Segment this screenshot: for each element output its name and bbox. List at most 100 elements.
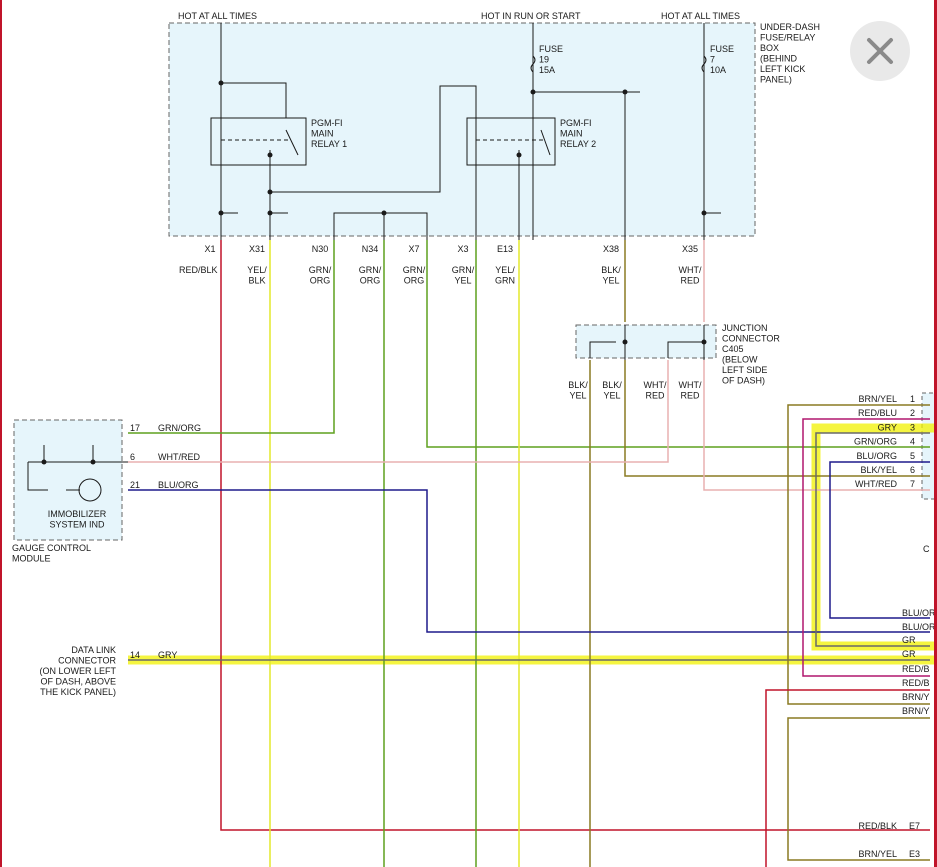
terminal-x38: X38 xyxy=(603,244,619,254)
terminal-n30: N30 xyxy=(312,244,329,254)
dlc-pin-wire: GRY xyxy=(158,650,177,660)
relay-2-label-line-1: MAIN xyxy=(560,129,583,139)
fuse-relay-box xyxy=(168,22,756,237)
data-link-connector-label-line-3: OF DASH, ABOVE xyxy=(40,677,116,687)
wire-n30-grn-org xyxy=(128,240,335,434)
right-pin-wire-3: GRY xyxy=(878,422,897,432)
right-cut-label-5: RED/B xyxy=(902,678,930,688)
relay-1-label-line-1: MAIN xyxy=(311,129,334,139)
right-pin-1: 1 xyxy=(910,394,915,404)
wire-brn-yel-lower xyxy=(787,717,930,861)
fuse-relay-box-label-line-5: PANEL) xyxy=(760,75,792,85)
junction-wire-2-1: RED xyxy=(645,391,665,401)
junction-connector-label-line-5: OF DASH) xyxy=(722,376,765,386)
bottom-pin-e7: E7 xyxy=(909,821,920,831)
right-cut-label-1: BLU/OR xyxy=(902,622,936,632)
wire-jc-blk-yel-2 xyxy=(624,360,930,477)
terminal-wire-4-1: ORG xyxy=(404,276,425,286)
terminal-x35: X35 xyxy=(682,244,698,254)
close-icon xyxy=(867,38,893,64)
viewer-edge-left xyxy=(0,0,2,867)
gauge-control-module-label-line-0: GAUGE CONTROL xyxy=(12,543,91,553)
right-pin-3: 3 xyxy=(910,422,915,432)
terminal-wire-0-0: RED/BLK xyxy=(179,265,218,275)
terminal-wire-8-0: WHT/ xyxy=(679,265,702,275)
relay-1-label-line-2: RELAY 1 xyxy=(311,139,347,149)
fuse-symbols xyxy=(530,55,707,73)
relay-2-label-line-0: PGM-FI xyxy=(560,118,592,128)
right-pin-wire-2: RED/BLU xyxy=(858,408,897,418)
junction-connector-label-line-4: LEFT SIDE xyxy=(722,365,767,375)
hot-in-run-or-start: HOT IN RUN OR START xyxy=(481,11,581,21)
right-cut-label-4: RED/B xyxy=(902,664,930,674)
wire-red-blu-lower xyxy=(765,689,930,867)
junction-wire-3-0: WHT/ xyxy=(679,380,702,390)
terminal-wire-2-1: ORG xyxy=(310,276,331,286)
junction-wire-1-1: YEL xyxy=(603,391,620,401)
right-cut-label-0: BLU/OR xyxy=(902,608,936,618)
junction-wire-0-0: BLK/ xyxy=(568,380,588,390)
terminal-wire-1-1: BLK xyxy=(248,276,265,286)
wires xyxy=(128,240,930,867)
immobilizer-label-line-0: IMMOBILIZER xyxy=(48,509,107,519)
terminal-wire-4-0: GRN/ xyxy=(403,265,426,275)
terminal-wire-6-1: GRN xyxy=(495,276,515,286)
bottom-pin-wire-e7: RED/BLK xyxy=(858,821,897,831)
data-link-connector-label-line-1: CONNECTOR xyxy=(58,656,116,666)
terminal-x3: X3 xyxy=(457,244,468,254)
wire-red-blu-2 xyxy=(802,418,930,677)
gauge-control-module-label-line-1: MODULE xyxy=(12,554,51,564)
terminal-n34: N34 xyxy=(362,244,379,254)
right-cut-label-6: BRN/Y xyxy=(902,692,930,702)
terminal-wire-3-0: GRN/ xyxy=(359,265,382,275)
junction-connector-label-line-2: C405 xyxy=(722,344,744,354)
right-cut-label-3: GR xyxy=(902,649,916,659)
gauge-pin-17: 17 xyxy=(130,423,140,433)
hot-at-all-times-left: HOT AT ALL TIMES xyxy=(178,11,257,21)
right-pin-6: 6 xyxy=(910,465,915,475)
right-pin-wire-4: GRN/ORG xyxy=(854,437,897,447)
junction-wire-0-1: YEL xyxy=(569,391,586,401)
fuse-relay-box-label-line-3: (BEHIND xyxy=(760,54,798,64)
terminal-wire-3-1: ORG xyxy=(360,276,381,286)
terminal-wire-7-1: YEL xyxy=(602,276,619,286)
right-pin-2: 2 xyxy=(910,408,915,418)
close-button[interactable] xyxy=(850,21,910,81)
right-pin-4: 4 xyxy=(910,437,915,447)
right-pin-wire-1: BRN/YEL xyxy=(858,394,897,404)
terminal-e13: E13 xyxy=(497,244,513,254)
terminal-wire-5-0: GRN/ xyxy=(452,265,475,275)
wire-jc-wht-red-2 xyxy=(703,360,930,491)
immobilizer-label-line-1: SYSTEM IND xyxy=(49,520,105,530)
fuse-relay-box-label-line-1: FUSE/RELAY xyxy=(760,33,815,43)
terminal-wire-8-1: RED xyxy=(680,276,700,286)
data-link-connector-label-line-0: DATA LINK xyxy=(71,645,116,655)
wire-blu-org-5 xyxy=(829,461,930,619)
junction-wire-2-0: WHT/ xyxy=(644,380,667,390)
hot-at-all-times-right: HOT AT ALL TIMES xyxy=(661,11,740,21)
data-link-connector-label-line-2: (ON LOWER LEFT xyxy=(39,666,116,676)
wire-blu-org-gauge xyxy=(128,489,930,633)
wire-gry-3 xyxy=(815,432,930,647)
right-c-label: C xyxy=(923,544,930,554)
fuse-19-label-line-0: FUSE xyxy=(539,44,563,54)
wire-jc-wht-red-1 xyxy=(128,360,669,463)
terminal-x31: X31 xyxy=(249,244,265,254)
terminal-wire-1-0: YEL/ xyxy=(247,265,267,275)
fuse-relay-box-label-line-4: LEFT KICK xyxy=(760,64,805,74)
gauge-pin-wire-17: GRN/ORG xyxy=(158,423,201,433)
right-cut-label-7: BRN/Y xyxy=(902,706,930,716)
terminal-x7: X7 xyxy=(408,244,419,254)
fuse-relay-box-label-line-2: BOX xyxy=(760,43,779,53)
right-cut-label-2: GR xyxy=(902,635,916,645)
internal-wiring xyxy=(27,23,721,502)
fuse-7-label-line-2: 10A xyxy=(710,65,726,75)
right-pin-7: 7 xyxy=(910,479,915,489)
right-pin-wire-6: BLK/YEL xyxy=(860,465,897,475)
wire-x7-grn-org xyxy=(426,240,930,448)
right-pin-wire-7: WHT/RED xyxy=(855,479,897,489)
dlc-pin-14: 14 xyxy=(130,650,140,660)
static-labels: HOT AT ALL TIMES HOT IN RUN OR START HOT… xyxy=(178,11,930,554)
